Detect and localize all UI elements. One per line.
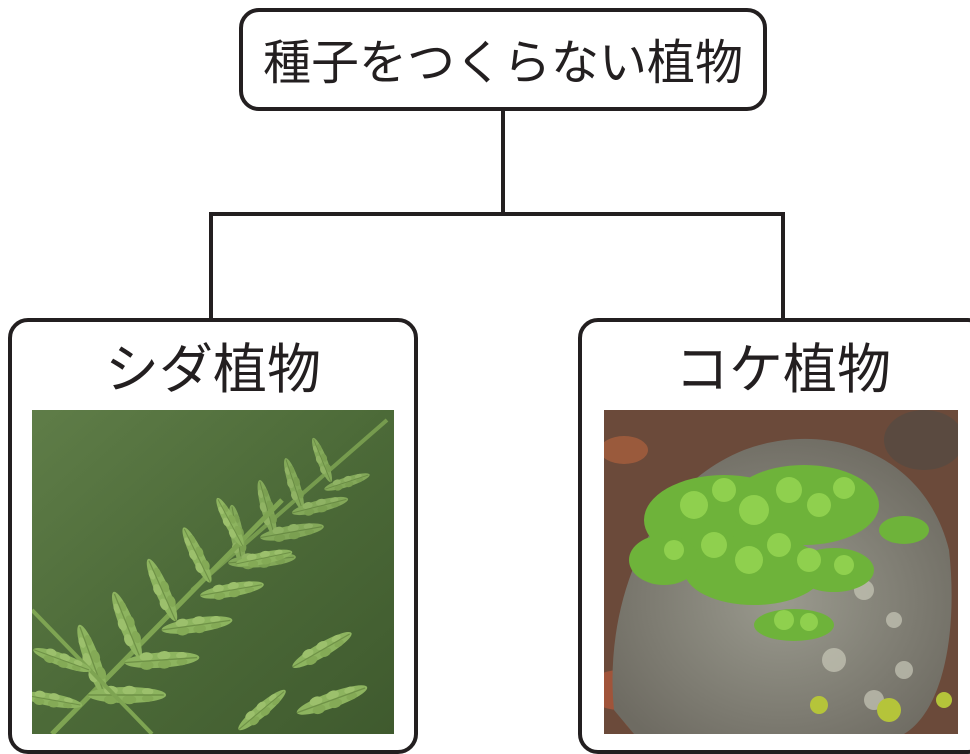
fern-frond-photo bbox=[32, 410, 394, 734]
moss-node-label: コケ植物 bbox=[675, 338, 891, 401]
moss-on-rock-photo bbox=[604, 410, 958, 734]
fern-node-label: シダ植物 bbox=[105, 338, 321, 401]
root-node-label: 種子をつくらない植物 bbox=[262, 35, 743, 91]
root-node: 種子をつくらない植物 bbox=[239, 8, 767, 111]
